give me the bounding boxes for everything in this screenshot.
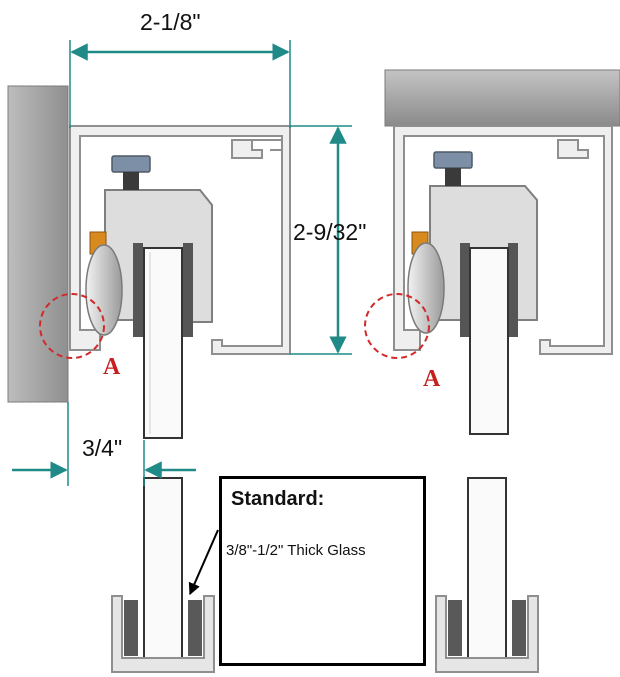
- adjust-bolt-head: [111, 155, 151, 173]
- width-label: 2-1/8": [140, 9, 201, 35]
- dimension-overall-width: 2-1/8": [69, 9, 291, 128]
- detail-a-circle: [39, 293, 105, 359]
- glass-panel-upper-right: [469, 247, 509, 435]
- detail-a-label-right: A: [423, 366, 441, 392]
- ceiling: [384, 69, 620, 127]
- guide-insert-right: [188, 600, 202, 656]
- guide-insert-left-right: [448, 600, 462, 656]
- floor-guide-channel-right: [435, 595, 539, 673]
- adjust-bolt-thread-right: [445, 168, 461, 186]
- height-label: 2-9/32": [293, 219, 366, 245]
- track-top-lip: [231, 139, 263, 159]
- track-profile-right: [393, 125, 613, 355]
- detail-a-label: A: [103, 354, 121, 380]
- glass-clamp-right: [183, 243, 193, 337]
- right-floor-guide-assembly: [435, 477, 539, 673]
- track-inner-flange: [240, 139, 283, 151]
- dimension-overall-height: 2-9/32": [290, 125, 366, 355]
- glass-panel-lower: [143, 477, 183, 659]
- glass-clamp-left: [133, 243, 143, 337]
- glass-clamp-left-right: [460, 243, 470, 337]
- roller-wheel-right: [407, 242, 445, 334]
- detail-a-circle-right: [364, 293, 430, 359]
- right-ceiling-mount-assembly: A: [364, 69, 620, 435]
- note-title: Standard:: [231, 488, 325, 510]
- track-profile: [69, 125, 291, 355]
- offset-label: 3/4": [82, 435, 122, 461]
- adjust-bolt-head-right: [433, 151, 473, 169]
- glass-thickness-note: Standard: 3/8"-1/2" Thick Glass: [219, 476, 426, 666]
- track-top-lip-right: [557, 139, 589, 159]
- adjust-bolt-thread: [123, 172, 139, 190]
- wall: [7, 85, 69, 403]
- note-text: 3/8"-1/2" Thick Glass: [226, 542, 366, 559]
- note-leader-arrow: [188, 529, 219, 596]
- floor-guide-channel: [111, 595, 215, 673]
- roller-wheel: [85, 244, 123, 336]
- left-wall-mount-assembly: A: [7, 85, 291, 439]
- glass-panel-lower-right: [467, 477, 507, 659]
- guide-insert-right-right: [512, 600, 526, 656]
- glass-clamp-right-right: [508, 243, 518, 337]
- dimension-offset: 3/4": [12, 402, 196, 486]
- guide-insert-left: [124, 600, 138, 656]
- left-floor-guide-assembly: [111, 477, 215, 673]
